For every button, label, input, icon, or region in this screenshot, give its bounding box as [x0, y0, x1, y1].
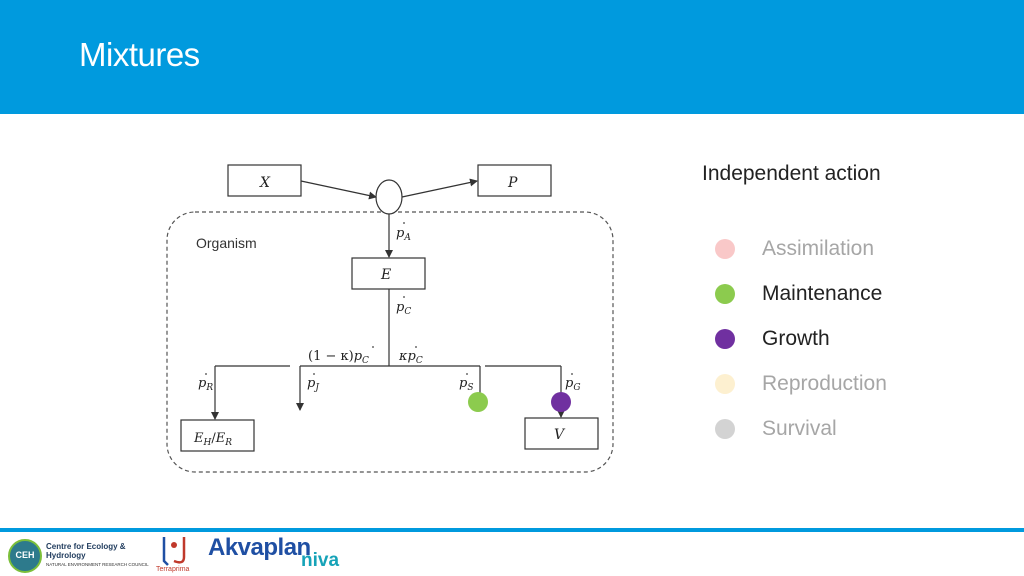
flux-pa: pA: [396, 226, 411, 243]
growth-dot: [715, 329, 735, 349]
legend-label-growth: Growth: [762, 327, 830, 350]
header-bar: Mixtures: [0, 0, 1024, 114]
flux-pg: pG: [565, 376, 581, 393]
box-eh-er-label: EH/ER: [193, 431, 232, 448]
akvaplan-logo-text: Akvaplan: [208, 534, 311, 561]
flux-split-left: (1 − κ)pC: [308, 349, 369, 366]
box-v-label: V: [554, 427, 566, 443]
legend-label-assimilation: Assimilation: [762, 237, 875, 260]
organism-label: Organism: [196, 235, 257, 251]
terraprima-label: Terraprima: [156, 566, 190, 573]
box-x-label: X: [259, 175, 271, 191]
box-v: [524, 417, 599, 450]
ceh-name: Centre for Ecology & Hydrology: [46, 542, 126, 560]
organism-boundary: [166, 211, 614, 473]
flux-pr: pR: [198, 376, 213, 393]
flux-pj: pJ: [307, 376, 320, 393]
deb-diagram: X P E V EH/ER Organism pA pC (1 − κ)pC κ…: [166, 164, 614, 473]
reproduction-dot: [715, 374, 735, 394]
arrow-node-to-p: [401, 178, 478, 198]
flux-pc: pC: [396, 300, 411, 317]
footer-divider: [0, 528, 1024, 532]
terraprima-logo-icon: [162, 537, 186, 566]
ceh-logo-icon: CEH: [8, 539, 42, 573]
legend-label-survival: Survival: [762, 417, 837, 440]
survival-dot: [715, 419, 735, 439]
arrow-x-to-node: [300, 180, 377, 200]
marker-maintenance-ps: [468, 392, 488, 412]
box-e-label: E: [380, 267, 391, 283]
maintenance-dot: [715, 284, 735, 304]
ceh-subtitle: NATURAL ENVIRONMENT RESEARCH COUNCIL: [46, 562, 149, 567]
panel-title: Independent action: [702, 162, 881, 185]
box-eh-er: [180, 419, 255, 452]
legend-label-reproduction: Reproduction: [762, 372, 887, 395]
assimilation-dot: [715, 239, 735, 259]
box-p-label: P: [507, 175, 518, 191]
box-p: [477, 164, 552, 197]
footer: CEH Centre for Ecology & Hydrology NATUR…: [0, 532, 1024, 576]
flux-ps: pS: [459, 376, 474, 393]
flux-split-right: κpC: [398, 349, 423, 366]
niva-logo-text: niva: [301, 550, 340, 571]
marker-growth-pg: [551, 392, 571, 412]
legend-label-maintenance: Maintenance: [762, 282, 883, 305]
assimilation-node: [375, 179, 403, 215]
page-title: Mixtures: [79, 36, 200, 73]
box-x: [227, 164, 302, 197]
